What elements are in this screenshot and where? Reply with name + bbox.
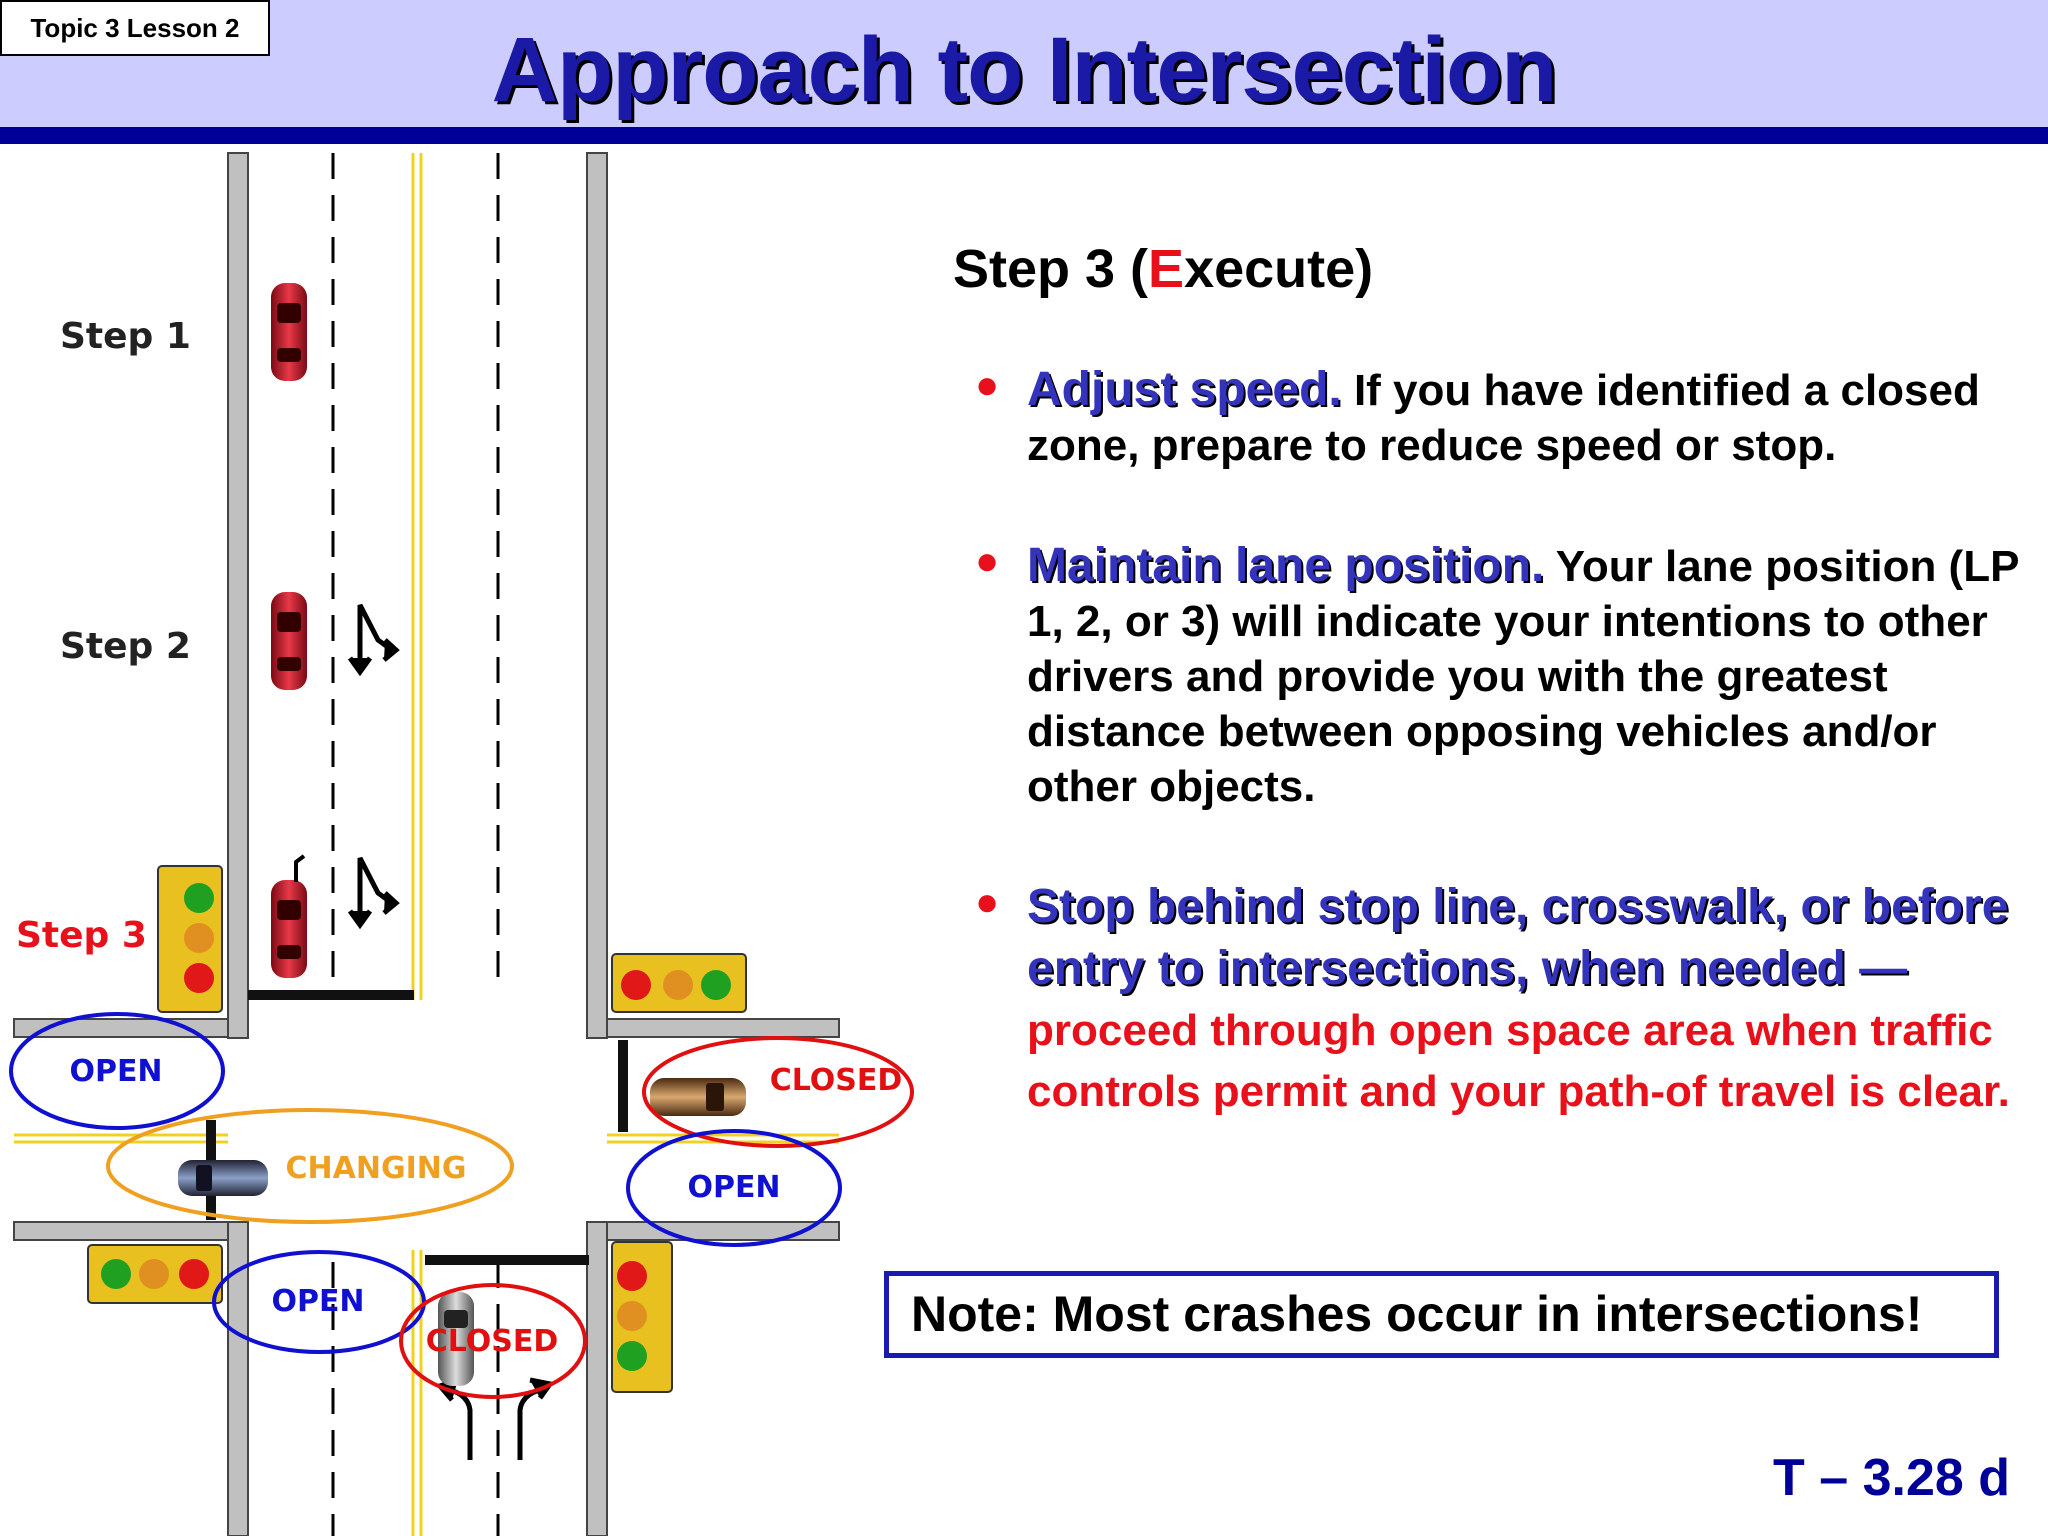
bullet-icon: ●	[975, 880, 1000, 924]
zone-closed-bottom	[399, 1283, 587, 1399]
zone-open-bottom-label: OPEN	[271, 1284, 364, 1319]
step-2-label: Step 2	[60, 626, 191, 667]
car-left-blue	[178, 1160, 268, 1196]
zone-closed-bottom-label: CLOSED	[426, 1324, 559, 1359]
zone-closed-right-label: CLOSED	[770, 1063, 903, 1098]
header-rule	[0, 127, 2048, 144]
zone-open-left	[9, 1012, 225, 1130]
zone-changing	[106, 1108, 514, 1224]
road-curbs	[13, 152, 840, 1536]
car-right-brown	[650, 1078, 746, 1116]
page-title: Approach to Intersection	[491, 19, 1558, 121]
zone-open-right-label: OPEN	[687, 1170, 780, 1205]
zone-open-right	[626, 1129, 842, 1247]
traffic-light-icon	[611, 953, 747, 1013]
traffic-light-icon	[611, 1241, 673, 1393]
zone-open-left-label: OPEN	[69, 1054, 162, 1089]
step-1-label: Step 1	[60, 316, 191, 357]
zone-changing-label: CHANGING	[286, 1151, 467, 1186]
car-step-3	[271, 854, 307, 978]
car-step-1	[271, 283, 307, 381]
slide-number: T – 3.28 d	[1773, 1449, 2010, 1507]
traffic-light-icon	[157, 865, 223, 1013]
note-box: Note: Most crashes occur in intersection…	[884, 1271, 1999, 1358]
turn-arrow-icon	[347, 603, 400, 677]
header-bar	[0, 0, 2048, 127]
turn-arrow-icon	[347, 856, 400, 930]
zone-closed-right	[642, 1036, 914, 1148]
car-bottom-gray	[438, 1292, 474, 1386]
car-step-2	[271, 592, 307, 690]
section-heading: Step 3 (Execute)	[953, 239, 1374, 299]
topic-badge: Topic 3 Lesson 2	[0, 0, 270, 56]
traffic-light-icon	[87, 1244, 223, 1304]
step-3-label: Step 3	[16, 915, 147, 956]
bullet-icon: ●	[975, 363, 1000, 407]
bullet-icon: ●	[975, 539, 1000, 583]
intersection-diagram: Step 1 Step 2 Step 3	[9, 152, 914, 1536]
